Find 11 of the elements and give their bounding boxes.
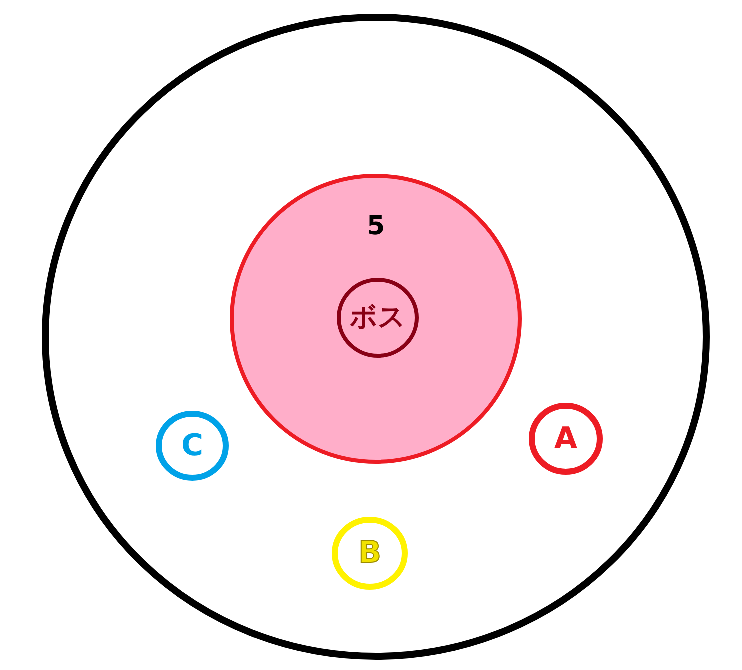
position-label: A — [554, 422, 578, 456]
position-circle — [529, 403, 603, 475]
arena-circle — [42, 14, 710, 660]
position-label: C — [181, 430, 204, 462]
area-circle — [230, 174, 522, 464]
boss-circle — [337, 278, 419, 358]
position-circle — [156, 411, 229, 481]
position-label: B — [358, 536, 382, 570]
boss-label: ボス — [350, 303, 406, 333]
position-circle — [332, 517, 408, 590]
number-label: 5 — [366, 212, 386, 242]
